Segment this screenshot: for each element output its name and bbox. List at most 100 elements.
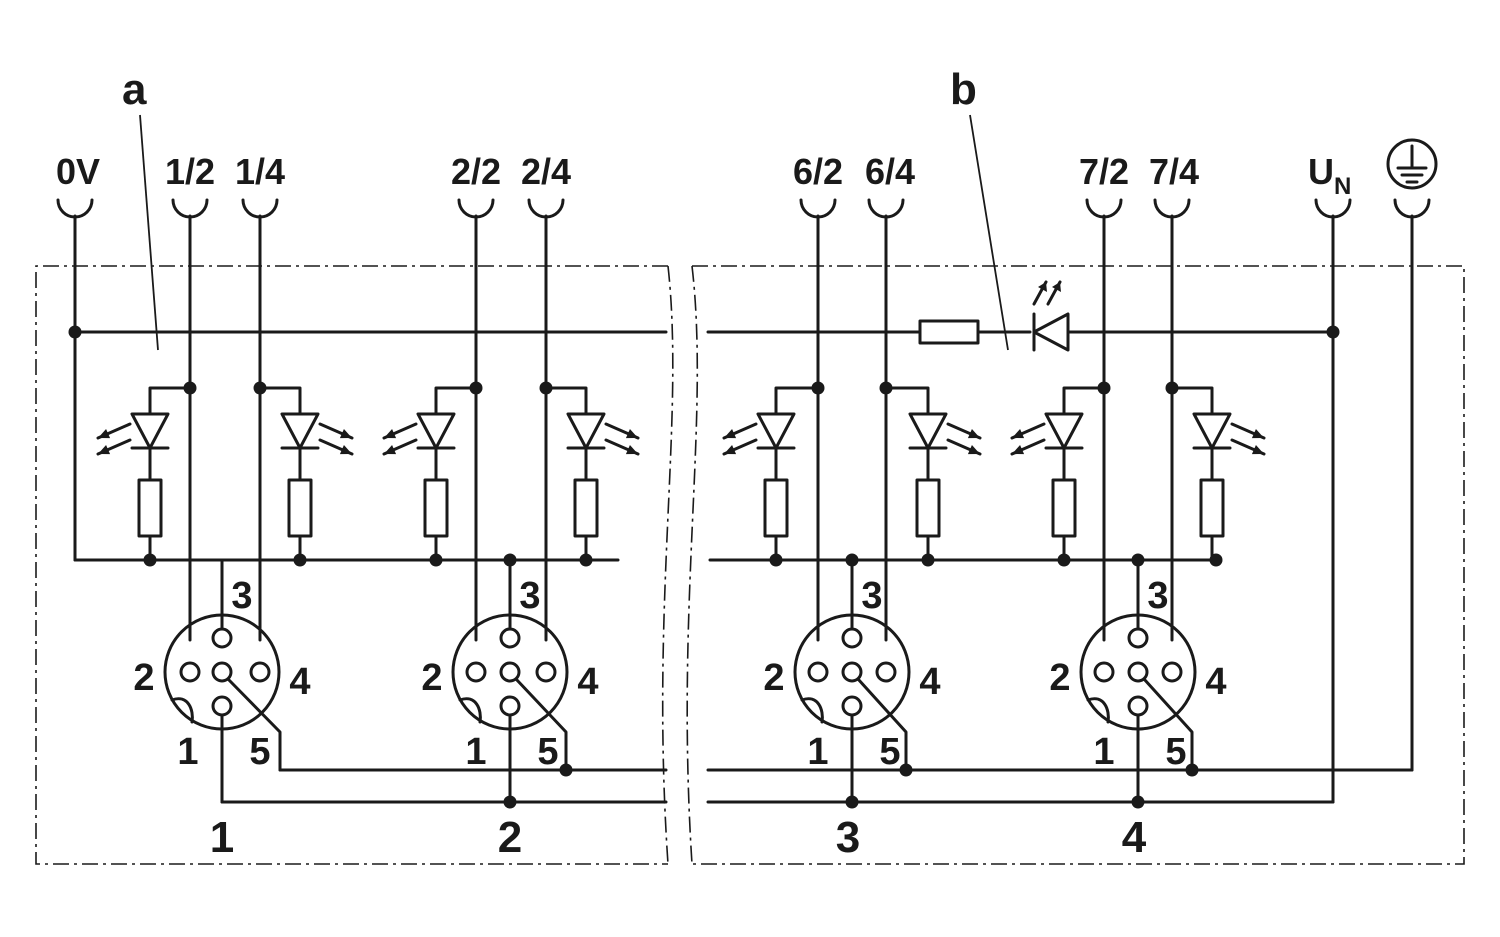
- junction-dot: [1097, 381, 1111, 395]
- pin-label-5: 5: [249, 731, 270, 773]
- pin-contact: [465, 661, 487, 683]
- pin-label-1: 1: [465, 731, 486, 773]
- status-led-icon: [908, 412, 982, 456]
- pin-contact: [499, 661, 521, 683]
- terminal-label-0v: 0V: [56, 151, 100, 192]
- led-branches: [96, 386, 1266, 562]
- pin-label-1: 1: [807, 731, 828, 773]
- junction-dot: [1057, 553, 1071, 567]
- pin-contact: [1093, 661, 1115, 683]
- status-led-icon: [382, 412, 456, 456]
- pin-label-2: 2: [421, 657, 442, 699]
- led-branch: [96, 386, 192, 562]
- callout-b-leader: [969, 114, 1009, 351]
- terminal-6-2: [799, 198, 837, 642]
- terminal-label-2-2: 2/2: [451, 151, 501, 192]
- pin-contact: [875, 661, 897, 683]
- junction-dot: [1326, 325, 1340, 339]
- pin-contact: [841, 695, 863, 717]
- junction-dot: [921, 553, 935, 567]
- pin-contact: [211, 695, 233, 717]
- status-led-icon: [1010, 412, 1084, 456]
- terminal-7-4: [1153, 198, 1191, 642]
- terminal-label-1-4: 1/4: [235, 151, 285, 192]
- junction-dot: [559, 763, 573, 777]
- terminal-7-2: [1085, 198, 1123, 642]
- pin-contact: [841, 627, 863, 649]
- pin-label-3: 3: [231, 575, 252, 617]
- junction-dot: [879, 381, 893, 395]
- led-resistor: [1199, 478, 1225, 538]
- junction-dot: [1131, 553, 1145, 567]
- status-led-icon: [280, 412, 354, 456]
- junction-dot: [769, 553, 783, 567]
- supply-sub-text: N: [1334, 173, 1351, 200]
- pin-contact: [499, 695, 521, 717]
- pin-contact: [535, 661, 557, 683]
- series-resistor: [918, 319, 980, 345]
- led-resistor: [423, 478, 449, 538]
- connector-numbers: 1 2 3 4: [210, 813, 1147, 862]
- status-led-icon: [1192, 412, 1266, 456]
- pin-label-5: 5: [1165, 731, 1186, 773]
- pin-contact: [211, 661, 233, 683]
- terminal-label-7-4: 7/4: [1149, 151, 1199, 192]
- junction-dot: [253, 381, 267, 395]
- junction-dots: [68, 325, 1340, 809]
- junction-dot: [143, 553, 157, 567]
- connector-number-2: 2: [498, 813, 522, 862]
- terminal-label-supply: UN: [1308, 151, 1351, 200]
- connector-number-1: 1: [210, 813, 234, 862]
- power-indicator-led-icon: [1032, 280, 1070, 352]
- junction-dot: [503, 795, 517, 809]
- led-resistor: [573, 478, 599, 538]
- led-branch: [722, 386, 820, 562]
- terminal-supply: [1314, 198, 1352, 804]
- terminal-earth: [1393, 198, 1431, 772]
- connector-number-4: 4: [1122, 813, 1147, 862]
- junction-dot: [293, 553, 307, 567]
- junction-dot: [429, 553, 443, 567]
- junction-dot: [183, 381, 197, 395]
- pin-label-4: 4: [1205, 661, 1226, 703]
- pin-label-5: 5: [537, 731, 558, 773]
- terminal-wires: [56, 198, 1431, 804]
- pin-label-2: 2: [133, 657, 154, 699]
- junction-dot: [503, 553, 517, 567]
- pin-contact: [1127, 661, 1149, 683]
- led-resistor: [763, 478, 789, 538]
- led-branch: [884, 386, 982, 562]
- junction-dot: [68, 325, 82, 339]
- pin-label-2: 2: [1049, 657, 1070, 699]
- supply-main-text: U: [1308, 151, 1334, 192]
- led-resistor: [287, 478, 313, 538]
- led-branch: [1170, 386, 1266, 562]
- junction-dot: [469, 381, 483, 395]
- pin-contact: [1161, 661, 1183, 683]
- terminal-label-6-4: 6/4: [865, 151, 915, 192]
- pin-contact: [249, 661, 271, 683]
- m12-connector-2: 3 2 4 1 5: [421, 558, 599, 804]
- terminal-label-1-2: 1/2: [165, 151, 215, 192]
- junction-dot: [579, 553, 593, 567]
- led-resistor: [915, 478, 941, 538]
- callout-a-leader: [139, 114, 159, 351]
- pin-contact: [807, 661, 829, 683]
- led-branch: [1010, 386, 1106, 562]
- pin-contact: [179, 661, 201, 683]
- pin-contact: [211, 627, 233, 649]
- terminal-0v: [56, 198, 94, 562]
- terminal-label-2-4: 2/4: [521, 151, 571, 192]
- pin-label-4: 4: [289, 661, 310, 703]
- pin-label-3: 3: [519, 575, 540, 617]
- pin-contact: [841, 661, 863, 683]
- junction-dot: [845, 553, 859, 567]
- pin-label-2: 2: [763, 657, 784, 699]
- terminal-label-7-2: 7/2: [1079, 151, 1129, 192]
- callout-b: b: [950, 65, 977, 114]
- top-bus: [73, 280, 1335, 352]
- pin-label-4: 4: [577, 661, 598, 703]
